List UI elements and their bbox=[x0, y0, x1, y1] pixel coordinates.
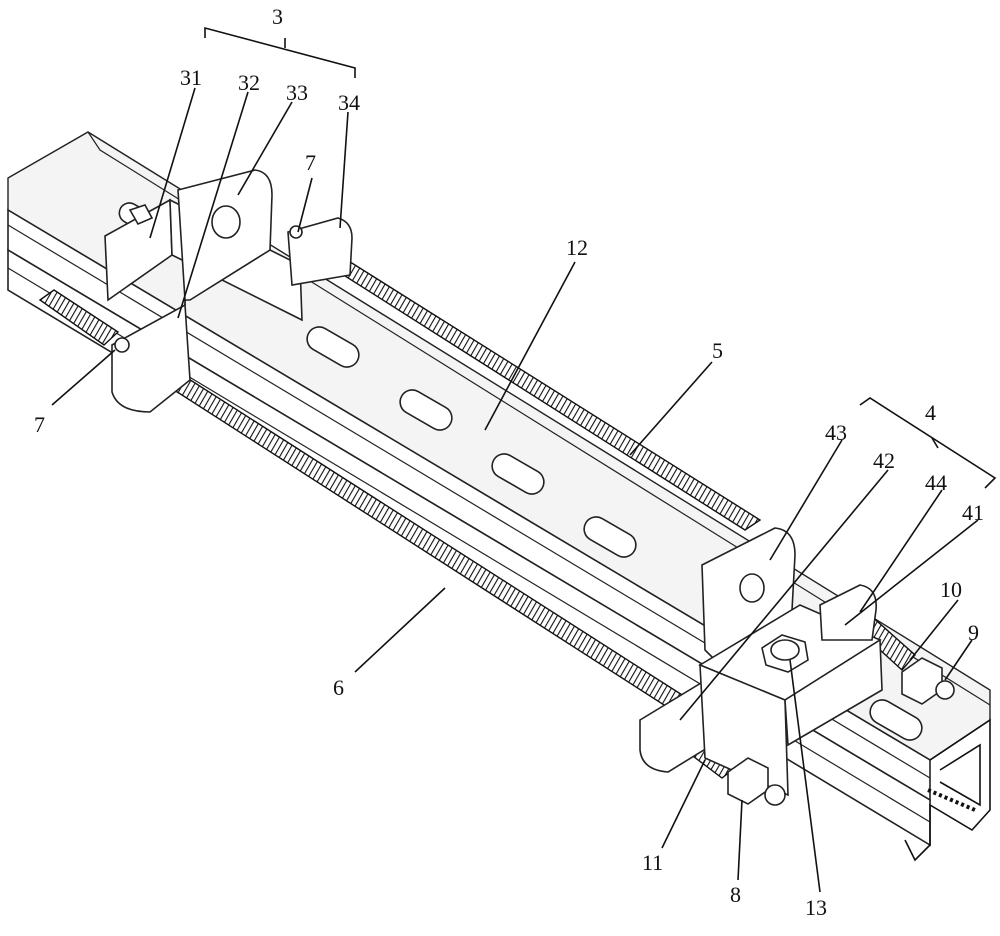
label-4: 4 bbox=[925, 400, 936, 425]
bracket-3 bbox=[204, 26, 356, 78]
label-13: 13 bbox=[805, 895, 827, 920]
label-12: 12 bbox=[566, 235, 588, 260]
label-11: 11 bbox=[642, 850, 663, 875]
label-31: 31 bbox=[180, 65, 202, 90]
label-32: 32 bbox=[238, 70, 260, 95]
nut-8 bbox=[727, 757, 786, 806]
leader-lines bbox=[51, 87, 979, 893]
label-7-left: 7 bbox=[34, 412, 45, 437]
label-9: 9 bbox=[968, 620, 979, 645]
label-5: 5 bbox=[712, 338, 723, 363]
label-43: 43 bbox=[825, 420, 847, 445]
label-3: 3 bbox=[272, 4, 283, 29]
label-8: 8 bbox=[730, 882, 741, 907]
label-44: 44 bbox=[925, 470, 947, 495]
nut-9 bbox=[901, 657, 955, 705]
label-33: 33 bbox=[286, 80, 308, 105]
label-41: 41 bbox=[962, 500, 984, 525]
label-42: 42 bbox=[873, 448, 895, 473]
bracket-4 bbox=[859, 397, 997, 489]
label-7-top: 7 bbox=[305, 150, 316, 175]
clamp-assembly-3 bbox=[104, 169, 353, 413]
label-6: 6 bbox=[333, 675, 344, 700]
label-10: 10 bbox=[940, 577, 962, 602]
part-labels: 3 31 32 33 34 7 7 12 5 4 43 42 44 41 10 … bbox=[34, 4, 984, 920]
label-34: 34 bbox=[338, 90, 360, 115]
